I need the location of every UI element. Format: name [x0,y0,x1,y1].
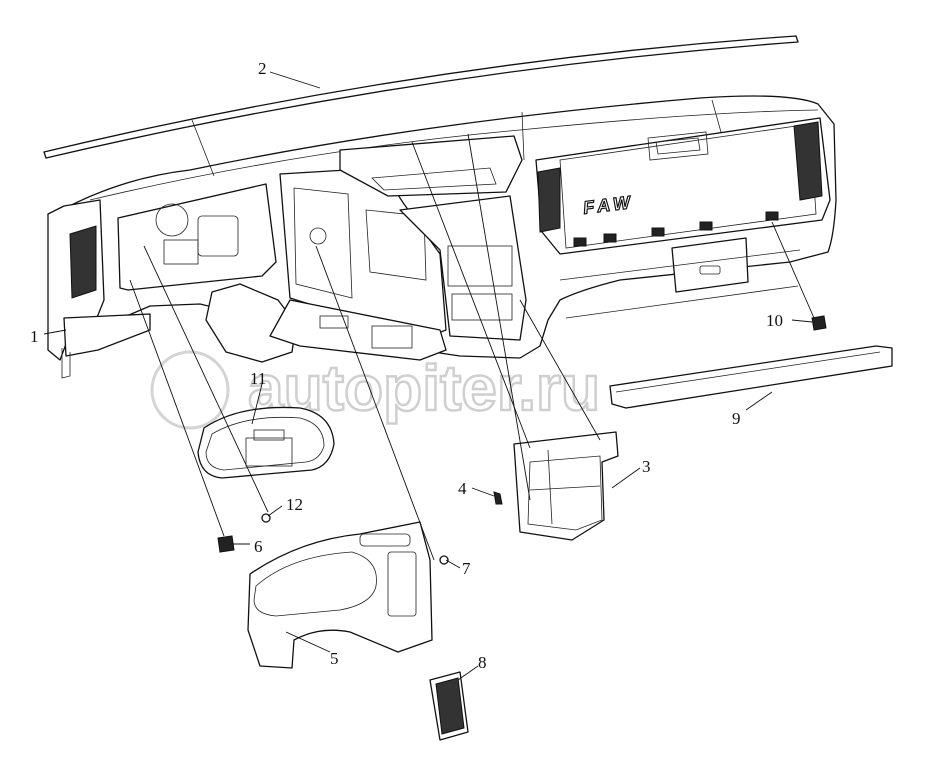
watermark: autopiter.ru [150,350,601,430]
part-8-vent-grille [429,671,469,741]
callout-7: 7 [462,559,471,578]
callout-3: 3 [642,457,651,476]
part-2-top-trim-strip [43,35,799,159]
callout-labels: 1 2 3 4 5 6 7 8 9 10 11 12 [30,59,783,672]
callout-6: 6 [254,537,263,556]
part-10-clip [811,315,827,331]
leader-lines [43,71,815,681]
callout-10: 10 [766,311,783,330]
part-11-instrument-cluster [197,406,335,479]
callout-9: 9 [732,409,741,428]
part-5-cluster-bezel [247,521,433,669]
callout-4: 4 [458,479,467,498]
callout-12: 12 [286,495,303,514]
dashboard-body: FAW [47,95,837,363]
part-4-screw [493,491,503,505]
part-6-clip [217,535,235,553]
part-1-side-bracket [61,313,151,379]
callout-2: 2 [258,59,267,78]
callout-1: 1 [30,327,39,346]
callout-11: 11 [250,369,266,388]
switch-row [573,211,779,247]
part-9-lower-trim-bar [609,345,893,409]
part-7-screw [439,555,449,565]
callout-8: 8 [478,653,487,672]
part-3-duct-assembly [513,431,619,541]
callout-5: 5 [330,649,339,668]
